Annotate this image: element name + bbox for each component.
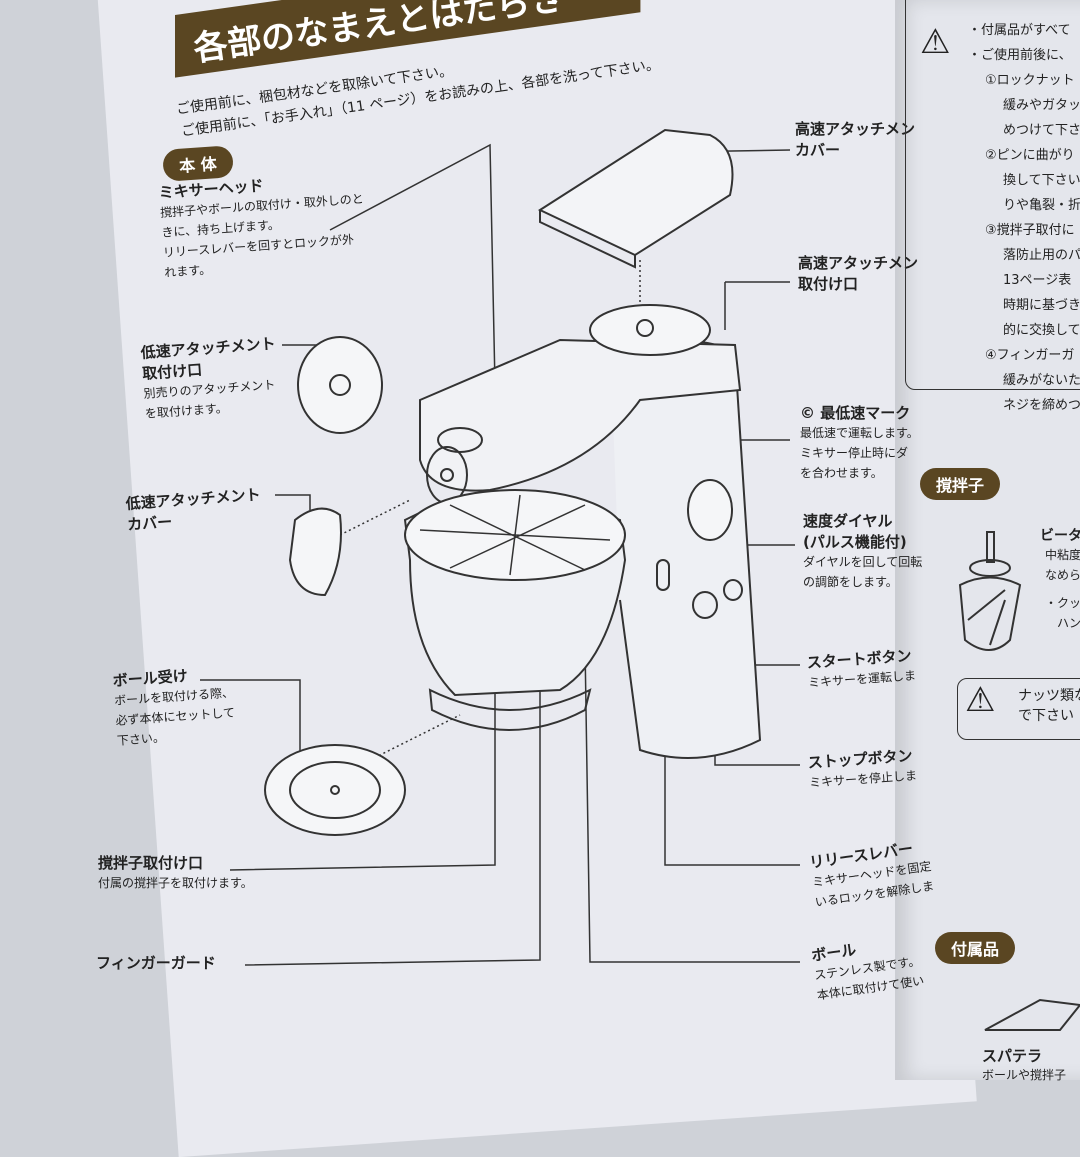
label-desc: 最低速で運転します。 xyxy=(800,426,919,440)
label-finger-guard: フィンガーガード xyxy=(96,954,216,972)
warning-line: ネジを締めつ xyxy=(1003,398,1080,413)
warning-line: ・ご使用前後に、 xyxy=(968,48,1072,63)
warning-line: ①ロックナット xyxy=(985,73,1075,88)
spatula-desc: ボールや撹拌子 xyxy=(982,1068,1067,1082)
warning-box xyxy=(905,0,1080,390)
warning-line: 的に交換して xyxy=(1003,323,1080,338)
warning-line: 緩みやガタッ xyxy=(1003,98,1080,113)
section-accessories: 付属品 xyxy=(935,932,1016,964)
label-lowest-mark: © 最低速マーク 最低速で運転します。 ミキサー停止時にダ を合わせます。 xyxy=(800,402,919,483)
warning-line: りや亀裂・折 xyxy=(1003,198,1080,213)
warning-line: ・付属品がすべて xyxy=(968,23,1071,38)
label-name: 速度ダイヤル xyxy=(803,512,893,530)
spatula-name: スパテラ xyxy=(982,1047,1043,1065)
section-beater: 撹拌子 xyxy=(920,468,1001,500)
label-high-attach-port: 高速アタッチメン 取付け口 xyxy=(798,252,918,294)
label-name: 撹拌子取付け口 xyxy=(98,854,204,872)
leader-lines xyxy=(200,143,800,966)
label-name: 高速アタッチメン xyxy=(795,120,916,138)
label-beater-port: 撹拌子取付け口 付属の撹拌子を取付けます。 xyxy=(98,852,253,893)
warning-icon: ⚠ xyxy=(920,22,951,62)
warning-line: 落防止用のパ xyxy=(1003,248,1080,263)
label-name: カバー xyxy=(795,141,841,159)
nuts-warning-icon: ⚠ xyxy=(965,680,996,720)
label-name: (パルス機能付) xyxy=(803,533,907,551)
label-speed-dial: 速度ダイヤル (パルス機能付) ダイヤルを回して回転 の調節をします。 xyxy=(803,510,922,592)
warning-text: ・付属品がすべて ・ご使用前後に、 xyxy=(968,18,1072,68)
beater-desc-line: 中粘度 xyxy=(1045,548,1080,562)
nuts-warning-line: ナッツ類な xyxy=(1018,688,1080,704)
warning-line: 換して下さい xyxy=(1003,173,1080,188)
beater-desc: 中粘度 なめらか ・クッ ハン xyxy=(1045,545,1080,633)
warning-line: ②ピンに曲がり xyxy=(985,148,1075,163)
beater-desc-line: ハン xyxy=(1057,616,1080,630)
label-desc: を合わせます。 xyxy=(800,466,883,480)
label-high-attach-cover: 高速アタッチメン カバー xyxy=(795,118,915,160)
beater-desc-line: なめらか xyxy=(1045,568,1080,582)
warning-steps: ①ロックナット 緩みやガタッ めつけて下さ ②ピンに曲がり 換して下さい りや亀… xyxy=(985,68,1080,418)
beater-name: ビータ xyxy=(1040,528,1080,544)
nuts-warning-box xyxy=(957,678,1080,740)
warning-line: めつけて下さ xyxy=(1003,123,1080,138)
nuts-warning-line: で下さい xyxy=(1018,708,1074,724)
warning-line: ④フィンガーガ xyxy=(985,348,1075,363)
label-desc: 付属の撹拌子を取付けます。 xyxy=(98,876,253,890)
label-name: © 最低速マーク xyxy=(800,404,911,422)
warning-line: ③撹拌子取付に xyxy=(985,223,1075,238)
label-desc: ミキサー停止時にダ xyxy=(800,446,909,460)
warning-line: 緩みがないた xyxy=(1003,373,1080,388)
mixer-diagram xyxy=(200,128,800,966)
nuts-warning-text: ナッツ類な で下さい xyxy=(1018,686,1080,726)
label-name: 取付け口 xyxy=(798,275,859,293)
beater-desc-line: ・クッ xyxy=(1045,596,1080,610)
warning-line: 13ページ表 xyxy=(1003,273,1072,288)
label-desc: の調節をします。 xyxy=(803,575,898,589)
warning-line: 時期に基づき xyxy=(1003,298,1080,313)
label-desc: ダイヤルを回して回転 xyxy=(803,555,923,569)
label-name: 高速アタッチメン xyxy=(798,254,919,272)
